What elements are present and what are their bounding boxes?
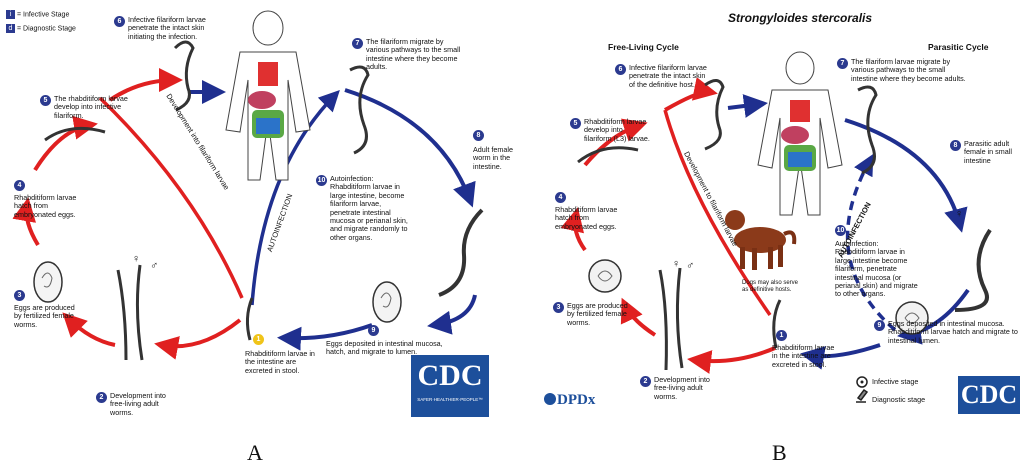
step-b-2-number: 2 [640,376,651,387]
step-b-2-text: Development into free-living adult worms… [654,376,716,401]
arrow-b-6-body [728,104,760,108]
microscope-icon [856,390,867,402]
step-a-7-number: 7 [352,38,363,49]
diagnostic-stage-icon: d [6,24,15,33]
step-b-8-number: 8 [950,140,961,151]
larva-a-5 [45,128,105,140]
legend-diagnostic-label: = Diagnostic Stage [17,25,76,32]
legend-infective-label: = Infective Stage [17,11,69,18]
human-body-a [226,11,310,180]
step-a-2-text: Development into free-living adult worms… [110,392,170,417]
egg-b-3 [589,260,621,292]
step-b-3-number: 3 [553,302,564,313]
legend-infective-a: i= Infective Stage [6,10,69,19]
infective-stage-icon: i [6,10,15,19]
step-a-3-text: Eggs are produced by fertilized female w… [14,304,84,329]
step-a-10-text: Autoinfection: Rhabditiform larvae in la… [330,175,408,242]
step-b-10-number: 10 [835,225,846,236]
step-b-4-number: 4 [555,192,566,203]
step-b-7-number: 7 [837,58,848,69]
cdc-tagline-a: SAFER·HEALTHIER·PEOPLE™ [411,397,489,402]
larva-a-1 [247,298,252,340]
legend-diagnostic-a: d= Diagnostic Stage [6,24,76,33]
arrow-b-1-to-2 [695,348,775,361]
arrow-a-1-to-2 [162,320,240,346]
step-a-3-number: 3 [14,290,25,301]
step-b-8-text: Parasitic adult female in small intestin… [964,140,1020,165]
step-a-7-text: The filariform migrate by various pathwa… [366,38,464,72]
biohazard-icon [857,377,867,387]
adults-free-a [118,265,142,360]
arrow-a-8-9 [435,295,475,325]
step-a-9-number: 9 [368,325,379,336]
dpdx-logo: DPDx [544,392,595,409]
step-a-8-number: 8 [473,130,484,141]
free-living-heading: Free-Living Cycle [608,42,679,52]
female-symbol-a: ♀ [132,255,140,263]
adults-free-b [660,268,682,370]
larva-a-6 [175,42,193,110]
arrow-a-dev [100,98,242,298]
male-symbol-a: ♂ [150,262,158,270]
panel-caption-a: A [247,440,263,466]
step-b-7-text: The filariform larvae migrate by various… [851,58,969,83]
step-b-1-number: 1 [776,330,787,341]
arrow-a-9-1 [285,325,372,338]
step-b-4-text: Rhabditiform larvae hatch from embryonat… [555,206,627,231]
step-a-5-number: 5 [40,95,51,106]
step-b-5-number: 5 [570,118,581,129]
step-b-9-text: Eggs deposited in intestinal mucosa. Rha… [888,320,1020,345]
step-a-8-text: Adult female worm in the intestine. [473,146,519,171]
cdc-logo-text-a: CDC [411,355,489,397]
step-b-3-text: Eggs are produced by fertilized female w… [567,302,637,327]
diagram-title-b: Strongyloides stercoralis [728,11,872,25]
dog-note: Dogs may also serve as definitive hosts. [742,280,804,294]
egg-a-9 [373,282,401,322]
step-b-1-text: Rhabditiform larvae in the intestine are… [772,344,840,369]
cdc-logo-a: CDC SAFER·HEALTHIER·PEOPLE™ [411,355,489,417]
cdc-logo-b: CDC [958,376,1020,414]
dpdx-logo-icon [544,393,556,405]
parasitic-heading: Parasitic Cycle [928,42,988,52]
male-symbol-b: ♂ [686,262,694,270]
step-b-5-text: Rhabditiform larvae develop into filarif… [584,118,650,143]
legend-diagnostic-b: Diagnostic stage [872,396,925,404]
step-a-6-text: Infective filariform larvae penetrate th… [128,16,216,41]
dpdx-logo-text: DPDx [557,392,595,408]
step-a-6-number: 6 [114,16,125,27]
step-a-5-text: The rhabditiform larvae develop into inf… [54,95,134,120]
step-a-2-number: 2 [96,392,107,403]
step-a-1-number: 1 [253,334,264,345]
egg-a-3 [34,262,62,302]
female-symbol-b: ♀ [672,260,680,268]
female-symbol-b-parasitic: ♀ [955,210,963,218]
panel-caption-b: B [772,440,787,466]
step-b-6-number: 6 [615,64,626,75]
step-b-6-text: Infective filariform larvae penetrate th… [629,64,711,89]
adult-female-a [439,210,482,295]
step-a-1-text: Rhabditiform larvae in the intestine are… [245,350,315,375]
step-a-10-number: 10 [316,175,327,186]
step-a-4-text: Rhabditiform larvae hatch from embryonat… [14,194,84,219]
larva-a-7 [350,67,368,153]
step-a-4-number: 4 [14,180,25,191]
arrow-b-5-to-6 [665,92,710,110]
legend-infective-b: Infective stage [872,378,918,386]
step-b-9-number: 9 [874,320,885,331]
human-body-b [758,52,842,215]
